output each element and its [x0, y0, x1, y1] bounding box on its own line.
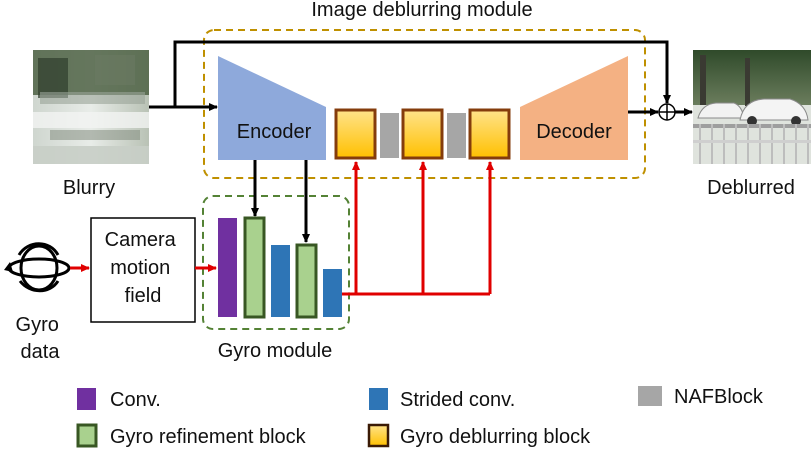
- camera-motion-field-line-2: motion: [110, 257, 170, 279]
- legend-nafblock-swatch: [638, 386, 662, 406]
- gyro-conv-block: [218, 218, 237, 317]
- deblurred-label: Deblurred: [707, 177, 795, 199]
- legend-gyro-deblurring-swatch: [367, 423, 390, 448]
- legend-gyro-refinement-label: Gyro refinement block: [110, 426, 307, 448]
- gyro-deblurring-block-2: [401, 108, 444, 160]
- gyroscope-rotation-arrow-icon: [4, 262, 13, 272]
- encoder-label: Encoder: [237, 121, 312, 143]
- legend-strided-conv-swatch: [369, 388, 388, 410]
- deblurred-output-image: [693, 50, 811, 164]
- legend-nafblock-label: NAFBlock: [674, 386, 764, 408]
- skip-connection-arrow: [173, 40, 671, 107]
- blurry-label: Blurry: [63, 177, 115, 199]
- legend-conv-swatch: [77, 388, 96, 410]
- gyro-deblurring-block-1: [334, 108, 377, 160]
- gyro-data-label: Gyro data: [16, 314, 65, 363]
- gyro-deblurring-block-3: [468, 108, 511, 160]
- nafblock-2: [447, 113, 466, 158]
- legend-gyro-deblurring-label: Gyro deblurring block: [400, 426, 591, 448]
- camera-motion-field-label: Camera motion field: [105, 229, 182, 307]
- legend: Conv. Strided conv. NAFBlock Gyro refine…: [76, 386, 764, 448]
- legend-conv-label: Conv.: [110, 389, 161, 411]
- decoder-block: [520, 56, 628, 160]
- gyro-module-label: Gyro module: [218, 340, 333, 362]
- gyro-refinement-block-1: [243, 216, 266, 319]
- encoder-block: [218, 56, 326, 160]
- gyroscope-icon: [7, 242, 71, 293]
- gyro-module-box: [202, 195, 350, 330]
- image-deblurring-module-box: [203, 29, 646, 179]
- gyro-refinement-block-2: [295, 243, 318, 319]
- gyro-strided-conv-block-1: [271, 245, 290, 317]
- nafblock-1: [380, 113, 399, 158]
- legend-gyro-refinement-swatch: [76, 423, 98, 448]
- camera-motion-field-line-3: field: [125, 285, 162, 307]
- gyro-data-line-2: data: [21, 341, 61, 363]
- gyro-strided-conv-block-2: [323, 269, 342, 317]
- camera-motion-field-box: [90, 217, 196, 323]
- legend-strided-conv-label: Strided conv.: [400, 389, 515, 411]
- gyro-data-line-1: Gyro: [16, 314, 59, 336]
- decoder-label: Decoder: [536, 121, 612, 143]
- image-deblurring-module-title: Image deblurring module: [311, 0, 532, 21]
- camera-motion-field-line-1: Camera: [105, 229, 177, 251]
- blurry-input-image: [33, 50, 149, 164]
